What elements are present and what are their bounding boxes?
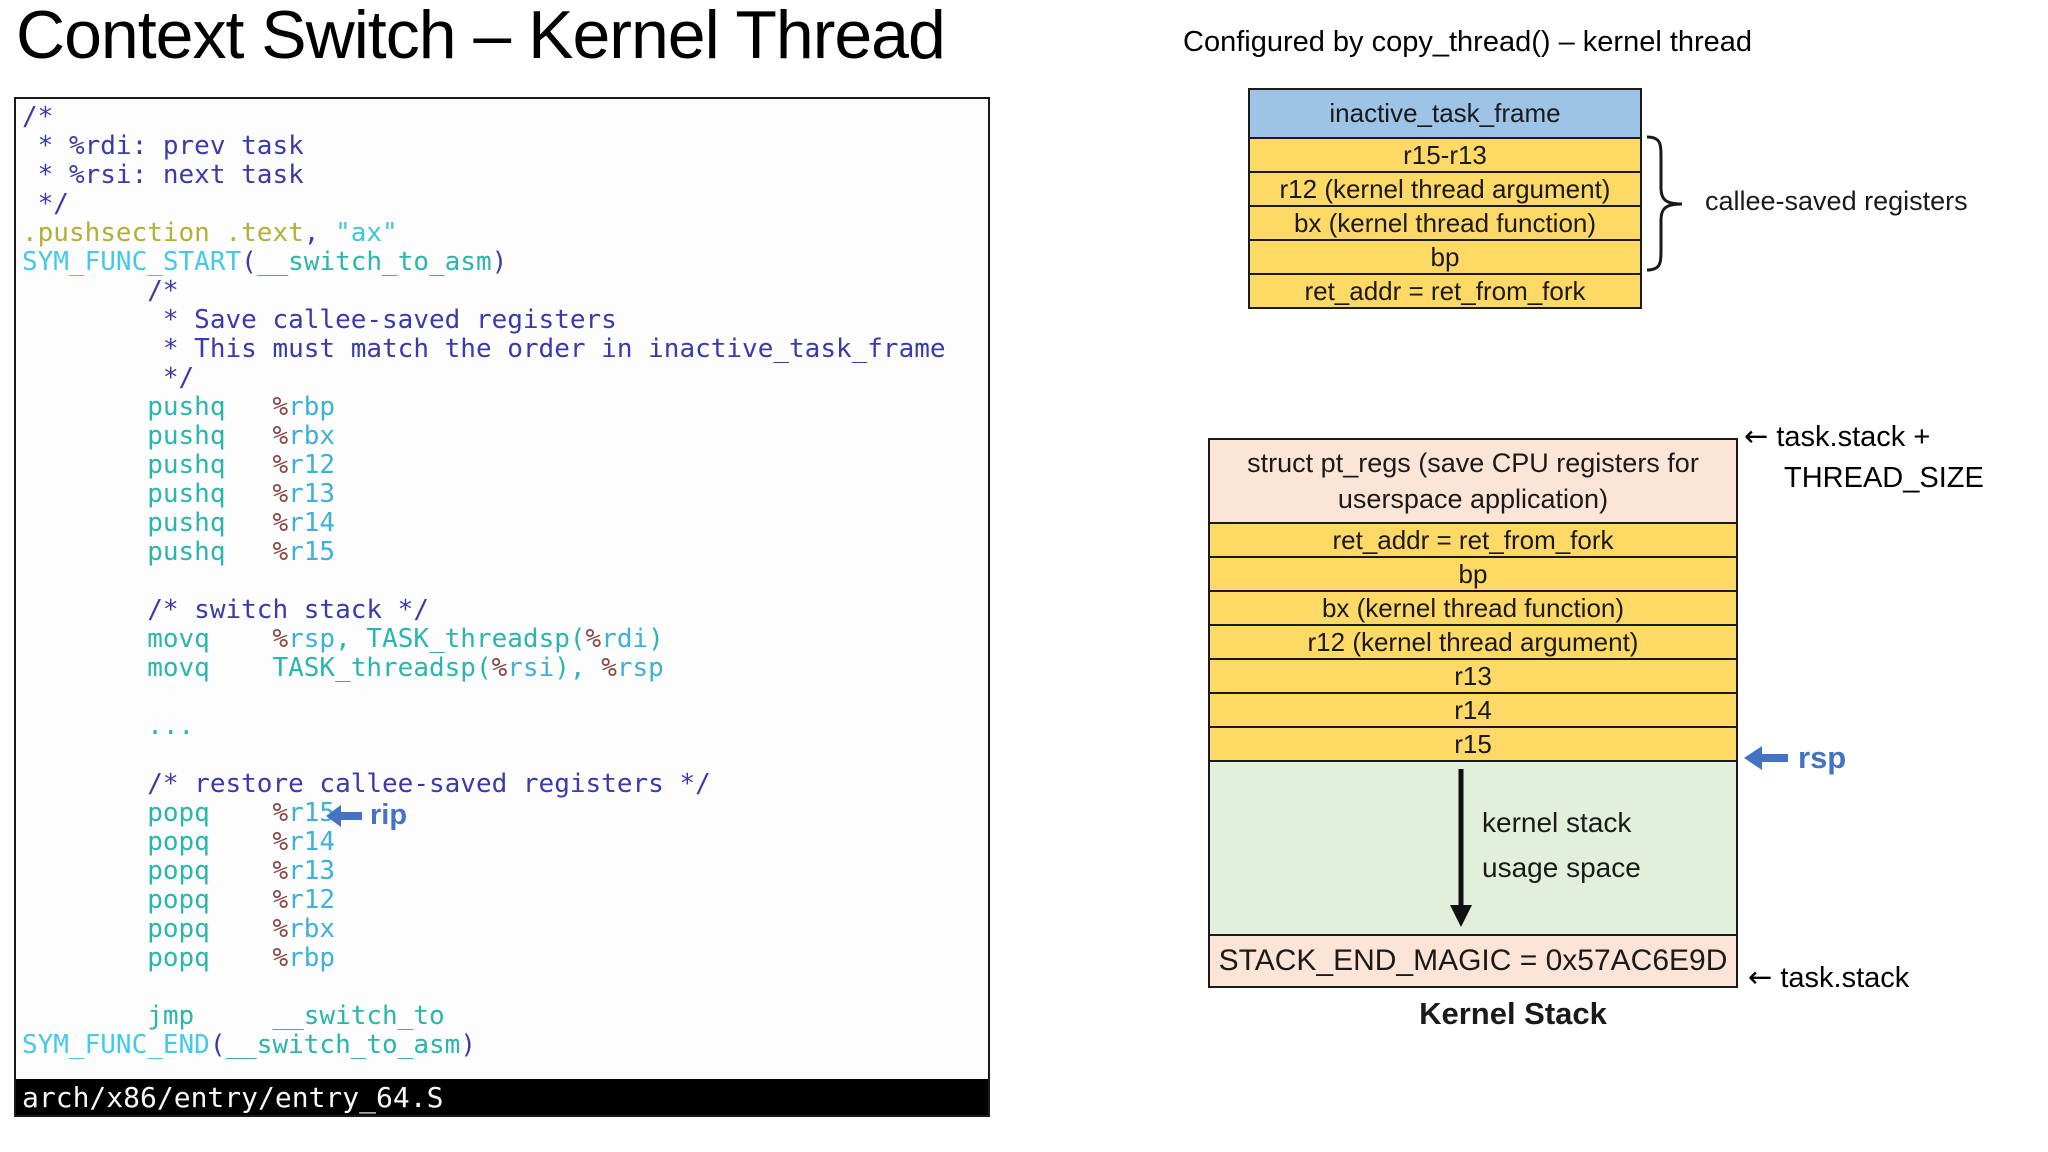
stack-row: bp [1210, 556, 1736, 590]
code-line: popq %r15 [22, 798, 336, 828]
file-path: arch/x86/entry/entry_64.S [22, 1080, 444, 1114]
stack-row: r15 [1210, 726, 1736, 760]
code-line: popq %rbp [22, 943, 336, 973]
left-arrow-icon: ← [1748, 960, 1773, 994]
stack-usage-region: kernel stack usage space [1210, 760, 1736, 934]
rsp-label: rsp [1798, 740, 1847, 775]
pt-regs-header: struct pt_regs (save CPU registers for u… [1210, 440, 1736, 522]
code-line [22, 741, 986, 770]
kernel-stack-caption: Kernel Stack [1419, 996, 1607, 1031]
stack-row: r12 (kernel thread argument) [1210, 624, 1736, 658]
frame-row: bx (kernel thread function) [1250, 205, 1640, 239]
code-line: * This must match the order in inactive_… [22, 334, 946, 364]
code-line: pushq %rbp [22, 392, 336, 422]
code-line [22, 567, 986, 596]
task-stack-plus-label: task.stack + [1776, 421, 1931, 453]
code-line: /* switch stack */ [22, 595, 429, 625]
code-line: pushq %r12 [22, 450, 336, 480]
thread-size-label: THREAD_SIZE [1784, 462, 1984, 494]
stack-end-magic-row: STACK_END_MAGIC = 0x57AC6E9D [1210, 934, 1736, 986]
copy-thread-heading: Configured by copy_thread() – kernel thr… [1183, 26, 1753, 58]
rsp-annotation: rsp [1744, 740, 1846, 776]
code-line [22, 683, 986, 712]
left-block-arrow-icon [1744, 746, 1788, 770]
code-line: SYM_FUNC_START(__switch_to_asm) [22, 247, 508, 277]
curly-brace-icon [1646, 135, 1683, 272]
frame-row: r15-r13 [1250, 137, 1640, 171]
code-line: SYM_FUNC_END(__switch_to_asm) [22, 1030, 476, 1060]
code-line: ... [22, 711, 195, 741]
editor-status-bar: arch/x86/entry/entry_64.S [16, 1079, 988, 1115]
code-line: * %rdi: prev task [22, 131, 304, 161]
code-line: */ [22, 363, 195, 393]
left-arrow-icon: ← [1744, 419, 1769, 453]
code-line: .pushsection .text, "ax" [22, 218, 398, 248]
left-block-arrow-icon [326, 804, 362, 827]
code-line: movq %rsp, TASK_threadsp(%rdi) [22, 624, 664, 654]
stack-usage-label: kernel stack usage space [1482, 807, 1641, 883]
task-stack-label: task.stack [1780, 962, 1910, 994]
code-line: pushq %r15 [22, 537, 336, 567]
code-line: popq %r13 [22, 856, 336, 886]
down-arrow-icon [1450, 769, 1472, 927]
stack-row: r13 [1210, 658, 1736, 692]
kernel-stack-table: struct pt_regs (save CPU registers for u… [1208, 438, 1738, 988]
rip-annotation: rip [326, 799, 407, 832]
assembly-code-listing: /* * %rdi: prev task * %rsi: next task *… [22, 103, 986, 1060]
code-editor-panel: /* * %rdi: prev task * %rsi: next task *… [14, 97, 990, 1117]
frame-row: r12 (kernel thread argument) [1250, 171, 1640, 205]
code-line [22, 973, 986, 1002]
stack-row: r14 [1210, 692, 1736, 726]
frame-row: ret_addr = ret_from_fork [1250, 273, 1640, 307]
code-line: pushq %r14 [22, 508, 336, 538]
code-line: * Save callee-saved registers [22, 305, 617, 335]
code-line: jmp __switch_to [22, 1001, 445, 1031]
code-line: */ [22, 189, 69, 219]
task-stack-top-annotation: ← task.stack + THREAD_SIZE [1744, 416, 1984, 499]
code-line: * %rsi: next task [22, 160, 304, 190]
inactive-task-frame-header: inactive_task_frame [1250, 90, 1640, 137]
task-stack-bottom-annotation: ← task.stack [1748, 960, 1909, 995]
code-line: pushq %rbx [22, 421, 336, 451]
stack-row: bx (kernel thread function) [1210, 590, 1736, 624]
callee-saved-label: callee-saved registers [1705, 186, 1968, 216]
code-line: pushq %r13 [22, 479, 336, 509]
code-line: /* [22, 276, 179, 306]
stack-row: ret_addr = ret_from_fork [1210, 522, 1736, 556]
code-line: movq TASK_threadsp(%rsi), %rsp [22, 653, 664, 683]
code-line: /* [22, 102, 54, 132]
code-line: popq %r14 [22, 827, 336, 857]
frame-row: bp [1250, 239, 1640, 273]
code-line: popq %rbx [22, 914, 336, 944]
code-line: /* restore callee-saved registers */ [22, 769, 711, 799]
code-line: popq %r12 [22, 885, 336, 915]
rip-label: rip [370, 799, 408, 831]
slide-title: Context Switch – Kernel Thread [16, 0, 946, 73]
